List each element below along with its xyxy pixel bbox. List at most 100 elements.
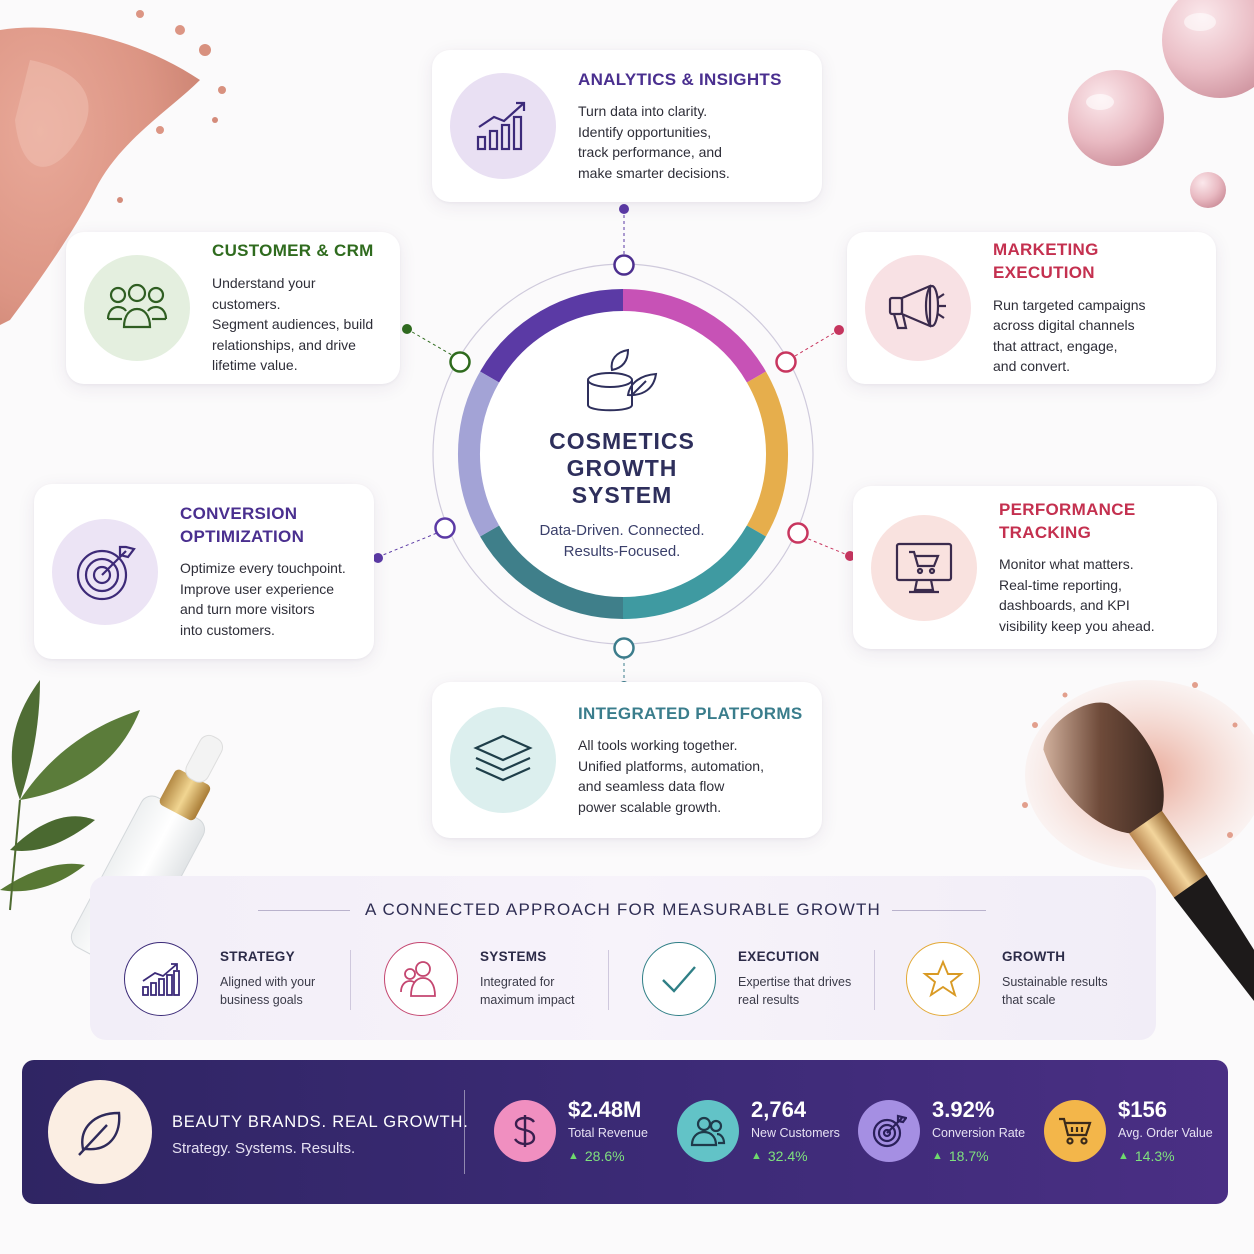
kpi-conversion-delta-value: 18.7% (948, 1148, 989, 1164)
kpi-avg-order-value: $156 Avg. Order Value ▲ 14.3% (1044, 1096, 1213, 1164)
execution-ring (642, 942, 716, 1016)
customer-icon-badge (84, 255, 190, 361)
strategy-title: STRATEGY (220, 949, 295, 964)
systems-ring (384, 942, 458, 1016)
kpi-customers-delta-value: 32.4% (767, 1148, 808, 1164)
node-integrated (613, 637, 635, 659)
card-conversion: CONVERSION OPTIMIZATION Optimize every t… (34, 484, 374, 659)
conversion-title: CONVERSION OPTIMIZATION (180, 503, 305, 546)
checkmark-icon (662, 966, 696, 993)
users-group-icon (106, 283, 168, 329)
execution-title: EXECUTION (738, 949, 820, 964)
kpi-revenue-delta: ▲ 28.6% (568, 1148, 648, 1164)
segment-integrated-right (622, 525, 766, 619)
dot-analytics (619, 204, 629, 214)
blush-powder-top-left (0, 10, 226, 325)
marketing-text: Run targeted campaigns across digital ch… (993, 296, 1146, 375)
growth-title: GROWTH (1002, 949, 1066, 964)
kpi-bar: BEAUTY BRANDS. REAL GROWTH. Strategy. Sy… (22, 1060, 1228, 1204)
performance-icon-badge (871, 514, 977, 621)
systems-title: SYSTEMS (480, 949, 547, 964)
performance-title: PERFORMANCE TRACKING (999, 499, 1136, 542)
up-arrow-icon: ▲ (932, 1150, 943, 1162)
target-arrow-icon (76, 545, 136, 600)
node-customer (449, 351, 471, 373)
users-icon (690, 1116, 726, 1147)
execution-text: Expertise that drives real results (738, 975, 852, 1007)
systems-text: Integrated for maximum impact (480, 975, 575, 1007)
brand-badge (48, 1080, 152, 1184)
card-integrated: INTEGRATED PLATFORMS All tools working t… (432, 682, 822, 838)
integrated-text: All tools working together. Unified plat… (578, 737, 764, 815)
integrated-icon-badge (450, 707, 556, 813)
node-performance (787, 522, 809, 544)
pillar-divider-1 (350, 950, 351, 1010)
kpi-new-customers: 2,764 New Customers ▲ 32.4% (677, 1096, 840, 1164)
node-conversion (434, 517, 456, 539)
pillar-systems: SYSTEMS Integrated for maximum impact (384, 942, 574, 1016)
brand-tagline: Strategy. Systems. Results. (172, 1140, 356, 1157)
kpi-conversion-value: 3.92% (932, 1097, 995, 1122)
conversion-icon-badge (52, 518, 158, 625)
makeup-brush-and-powder (1022, 680, 1254, 1028)
cart-icon (1059, 1117, 1092, 1145)
kpi-customers-badge (677, 1100, 739, 1162)
kpi-customers-delta: ▲ 32.4% (751, 1148, 840, 1164)
segment-marketing (622, 289, 766, 383)
strategy-ring (124, 942, 198, 1016)
integrated-title: INTEGRATED PLATFORMS (578, 703, 803, 723)
kpi-conversion-label: Conversion Rate (932, 1126, 1026, 1140)
kpi-conversion-badge (858, 1100, 920, 1162)
card-marketing: MARKETING EXECUTION Run targeted campaig… (847, 232, 1216, 384)
node-analytics (613, 254, 635, 276)
dot-customer (402, 324, 412, 334)
pillar-divider-3 (874, 950, 875, 1010)
connector-performance (805, 537, 851, 557)
cosmetic-jar-leaf-icon (587, 348, 658, 412)
strategy-text: Aligned with your business goals (220, 975, 316, 1007)
segment-analytics (480, 289, 624, 383)
up-arrow-icon: ▲ (1118, 1150, 1129, 1162)
dollar-icon (514, 1115, 536, 1147)
serum-bubbles-top-right (1068, 0, 1254, 208)
brand-headline: BEAUTY BRANDS. REAL GROWTH. (172, 1113, 469, 1131)
connector-customer (406, 328, 453, 356)
kpi-total-revenue: $2.48M Total Revenue ▲ 28.6% (494, 1096, 648, 1164)
leaf-icon (78, 1111, 121, 1156)
kpi-revenue-label: Total Revenue (568, 1126, 648, 1140)
dot-conversion (373, 553, 383, 563)
hub-subtitle: Data-Driven. Connected. Results-Focused. (539, 522, 705, 560)
conversion-text: Optimize every touchpoint. Improve user … (180, 560, 346, 638)
megaphone-icon (888, 284, 946, 330)
analytics-text: Turn data into clarity. Identify opportu… (578, 103, 730, 181)
people-icon (400, 961, 436, 997)
kpi-order-label: Avg. Order Value (1118, 1126, 1213, 1140)
card-performance: PERFORMANCE TRACKING Monitor what matter… (853, 486, 1217, 649)
pillar-divider-2 (608, 950, 609, 1010)
dot-performance (845, 551, 855, 561)
marketing-title: MARKETING EXECUTION (993, 240, 1099, 282)
growth-text: Sustainable results that scale (1002, 975, 1108, 1007)
kpi-conversion-rate: 3.92% Conversion Rate ▲ 18.7% (858, 1096, 1025, 1164)
approach-title: A CONNECTED APPROACH FOR MEASURABLE GROW… (364, 900, 882, 919)
approach-rule-left (258, 910, 350, 911)
segment-conversion (457, 371, 500, 537)
growth-chart-icon (142, 963, 180, 996)
kpi-customers-value: 2,764 (751, 1097, 807, 1122)
hub-title: COSMETICS GROWTH SYSTEM (549, 428, 695, 508)
bar-chart-trend-icon (476, 101, 526, 151)
analytics-icon-badge (450, 73, 556, 179)
up-arrow-icon: ▲ (751, 1150, 762, 1162)
target-icon (872, 1114, 907, 1148)
segment-performance (746, 371, 789, 537)
growth-ring (906, 942, 980, 1016)
node-marketing (775, 351, 797, 373)
kpi-order-delta: ▲ 14.3% (1118, 1148, 1213, 1164)
star-icon (922, 959, 964, 998)
customer-text: Understand your customers. Segment audie… (212, 275, 374, 374)
approach-section: A CONNECTED APPROACH FOR MEASURABLE GROW… (90, 876, 1156, 1040)
kpi-customers-label: New Customers (751, 1126, 840, 1140)
card-customer: CUSTOMER & CRM Understand your customers… (66, 232, 400, 384)
kpi-order-badge (1044, 1100, 1106, 1162)
